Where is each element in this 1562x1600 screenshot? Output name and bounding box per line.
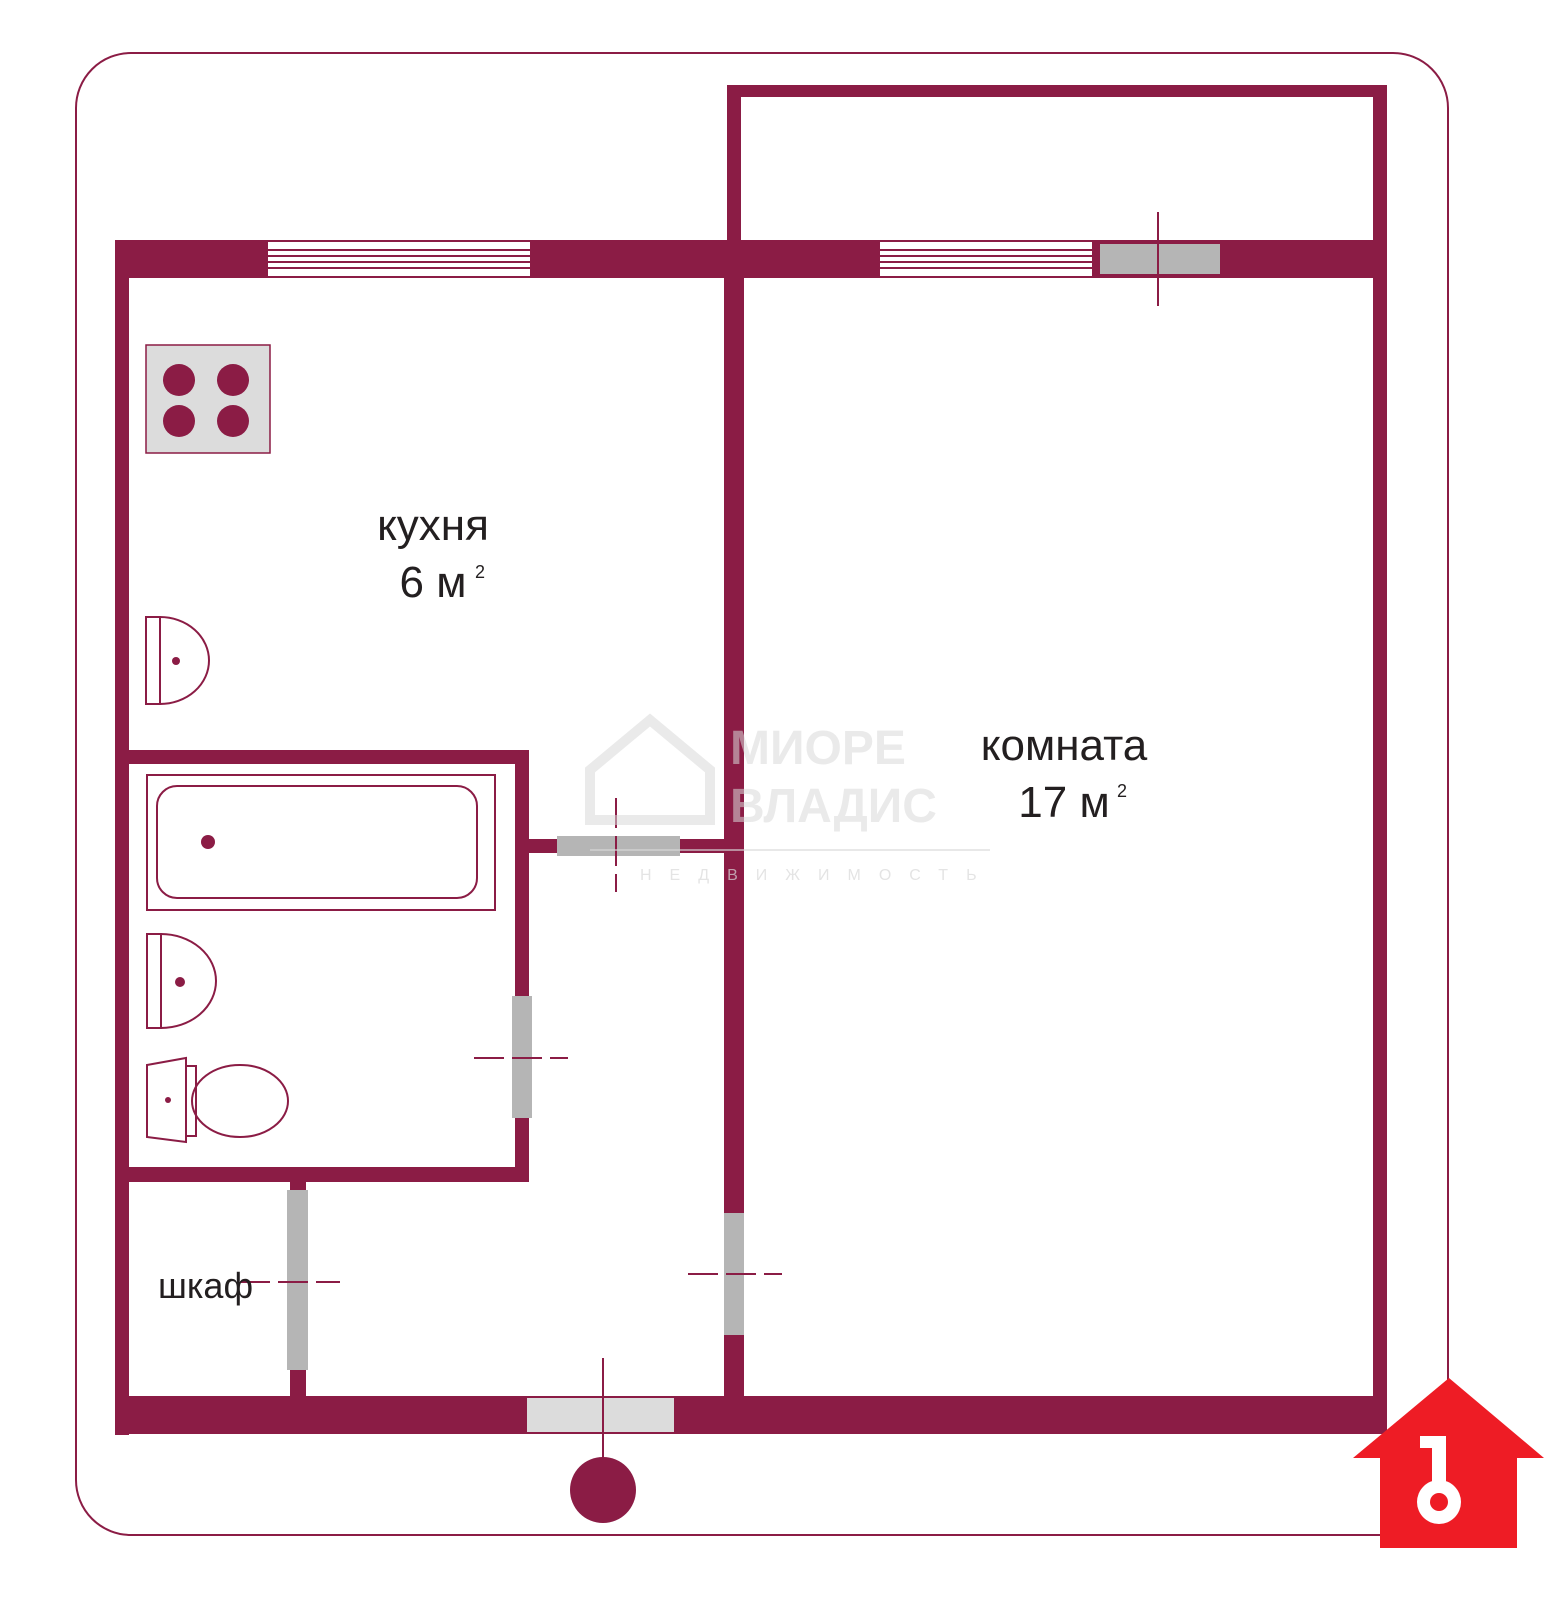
kitchen-window [268, 242, 530, 276]
bathtub-icon [146, 774, 496, 911]
room-area-sup: 2 [1117, 781, 1127, 801]
room-window [880, 242, 1092, 276]
closet-door [240, 1190, 340, 1370]
outer-frame [75, 52, 1449, 1536]
balcony-door [1100, 212, 1220, 306]
room-name: комната [981, 721, 1148, 770]
entrance-marker [570, 1457, 636, 1523]
room-door [688, 1213, 782, 1335]
entrance-door [527, 1358, 674, 1523]
kitchen-area: 6 м [400, 558, 467, 607]
watermark-line3: НЕДВИЖИМОСТЬ [640, 867, 995, 884]
right-wall [1373, 260, 1387, 1400]
stove-icon [145, 344, 271, 454]
bathroom-sink-icon [146, 933, 217, 1029]
bathroom-walls [129, 750, 724, 1182]
kitchen-sink-icon [145, 616, 210, 705]
bathroom-door [474, 996, 568, 1118]
toilet-icon [146, 1056, 289, 1144]
watermark-line1: МИОРЕ [730, 722, 906, 775]
watermark-line2: ВЛАДИС [730, 780, 937, 833]
left-wall [115, 240, 129, 1435]
watermark: МИОРЕ ВЛАДИС НЕДВИЖИМОСТЬ [585, 713, 995, 884]
brand-logo [1353, 1378, 1544, 1548]
bottom-wall [115, 1396, 1387, 1434]
partition-wall [724, 278, 744, 1398]
closet-name: шкаф [158, 1265, 253, 1306]
balcony [727, 85, 1387, 260]
kitchen-name: кухня [377, 501, 489, 550]
kitchen-area-sup: 2 [475, 562, 485, 582]
room-area: 17 м [1018, 778, 1109, 827]
